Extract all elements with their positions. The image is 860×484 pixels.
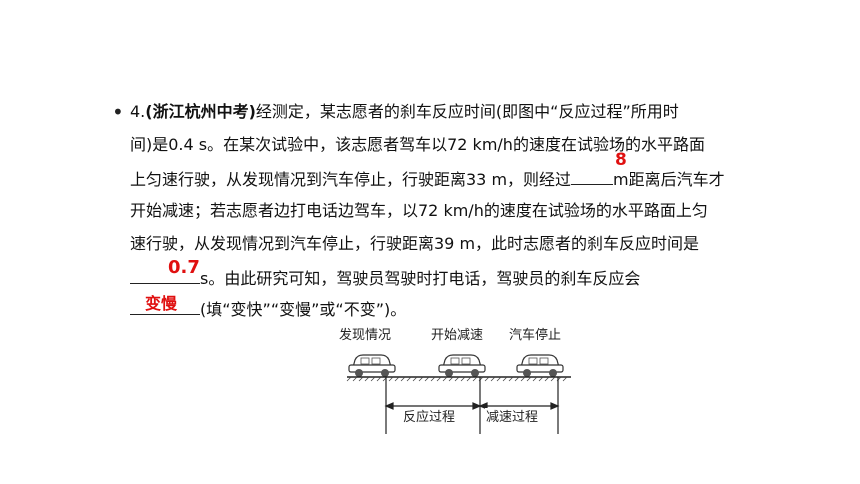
question-number: 4. xyxy=(130,102,146,121)
decel-arrow xyxy=(478,402,560,410)
question-line-2: 间)是0.4 s。在某次试验中，该志愿者驾车以72 km/h的速度在试验场的水平… xyxy=(130,135,705,155)
road-hatching xyxy=(346,376,568,382)
question-text-3a: 上匀速行驶，从发现情况到汽车停止，行驶距离33 m，则经过 xyxy=(130,170,572,189)
answer-blank-1[interactable] xyxy=(571,168,614,185)
reaction-arrow xyxy=(384,402,482,410)
question-line-7: (填“变快”“变慢”或“不变”)。 xyxy=(130,298,406,320)
label-found: 发现情况 xyxy=(339,327,391,343)
question-line-3: 上匀速行驶，从发现情况到汽车停止，行驶距离33 m，则经过 m距离后汽车才 xyxy=(130,168,725,190)
question-line-1: 4.(浙江杭州中考)经测定，某志愿者的刹车反应时间(即图中“反应过程”所用时 xyxy=(130,102,679,122)
question-text-1: 经测定，某志愿者的刹车反应时间(即图中“反应过程”所用时 xyxy=(255,102,679,121)
label-stop: 汽车停止 xyxy=(509,327,561,343)
label-decel-start: 开始减速 xyxy=(431,328,483,343)
label-decel: 减速过程 xyxy=(486,410,538,425)
bullet-point: • xyxy=(112,100,124,124)
answer-blank-3[interactable] xyxy=(130,298,200,315)
answer-blank-2[interactable] xyxy=(130,267,200,284)
question-text-7: (填“变快”“变慢”或“不变”)。 xyxy=(200,300,407,319)
answer-3: 变慢 xyxy=(145,294,178,313)
question-text-3b: m距离后汽车才 xyxy=(613,170,725,189)
car-icon xyxy=(516,354,564,377)
answer-2: 0.7 xyxy=(168,257,200,278)
question-text-4: 开始减速；若志愿者边打电话边驾车，以72 km/h的速度在试验场的水平路面上匀 xyxy=(130,201,708,220)
question-line-4: 开始减速；若志愿者边打电话边驾车，以72 km/h的速度在试验场的水平路面上匀 xyxy=(130,201,708,221)
label-reaction: 反应过程 xyxy=(403,409,455,425)
question-text-5: 速行驶，从发现情况到汽车停止，行驶距离39 m，此时志愿者的刹车反应时间是 xyxy=(130,234,700,253)
answer-1: 8 xyxy=(615,150,627,170)
question-source: (浙江杭州中考) xyxy=(145,102,256,121)
question-line-6: s。由此研究可知，驾驶员驾驶时打电话，驾驶员的刹车反应会 xyxy=(130,267,640,289)
question-text-6: s。由此研究可知，驾驶员驾驶时打电话，驾驶员的刹车反应会 xyxy=(200,269,641,288)
car-icon xyxy=(438,354,486,377)
braking-diagram: 发现情况 开始减速 汽车停止 xyxy=(325,322,575,437)
question-text-2: 间)是0.4 s。在某次试验中，该志愿者驾车以72 km/h的速度在试验场的水平… xyxy=(130,135,705,154)
car-icon xyxy=(348,354,396,377)
question-line-5: 速行驶，从发现情况到汽车停止，行驶距离39 m，此时志愿者的刹车反应时间是 xyxy=(130,234,699,254)
